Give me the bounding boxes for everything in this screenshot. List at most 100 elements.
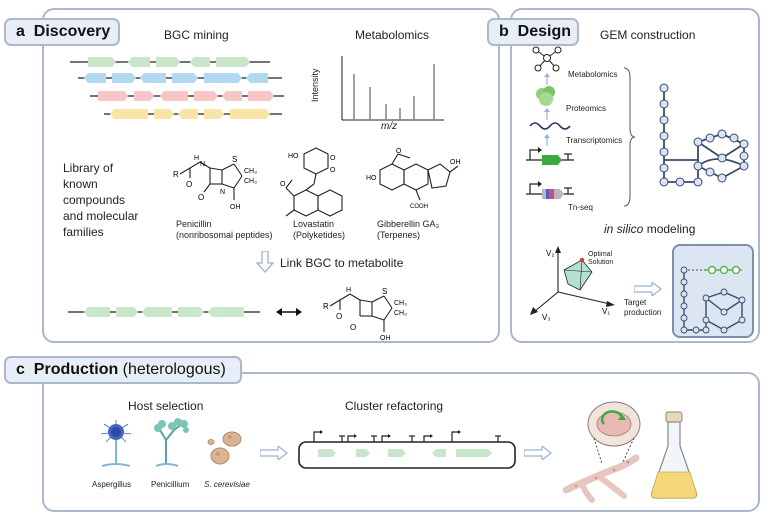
chem-n: N: [220, 189, 225, 196]
chem-oh: OH: [450, 159, 461, 166]
chem-o: O: [396, 148, 402, 155]
metabolite-icon: [532, 46, 562, 72]
chem-ch3: CH₃: [394, 300, 407, 307]
chem-o: O: [330, 167, 336, 174]
optimal-line: Solution: [588, 259, 614, 266]
penicillin-structure: R O H N S CH₃ CH₃ N O OH: [173, 155, 257, 211]
compound-class-penicillin: (nonribosomal peptides): [176, 230, 273, 240]
chem-o: O: [350, 323, 356, 332]
in-silico-rest: modeling: [643, 222, 696, 236]
panel-c-title: Production: [33, 361, 119, 378]
panel-b-letter: b: [499, 23, 509, 40]
target-line: Target: [624, 298, 647, 307]
target-production-label: Target production: [624, 298, 661, 318]
chem-ch3: CH₃: [244, 178, 257, 185]
chem-n: N: [200, 161, 205, 168]
up-arrow-icon: [544, 134, 550, 146]
chem-ho: HO: [288, 153, 299, 160]
axis-v2: V₂: [546, 249, 554, 258]
right-arrow-icon: [634, 282, 662, 296]
target-network: [680, 265, 746, 334]
right-arrow-icon: [260, 446, 288, 460]
library-line: compounds: [63, 193, 126, 207]
yeast-icon: [207, 431, 242, 465]
in-silico-label: in silico modeling: [604, 222, 695, 236]
flux-space-plot: V₂ V₁ V₃: [530, 246, 615, 322]
panel-c-letter: c: [16, 361, 25, 378]
double-arrow-icon: [276, 308, 302, 316]
chem-s: S: [232, 155, 237, 164]
mrna-wave-icon: [529, 122, 571, 130]
compound-name-gibberellin: Gibberellin GA₃: [377, 219, 440, 229]
right-arrow-icon: [524, 446, 552, 460]
chem-r: R: [173, 170, 179, 179]
penicillium-icon: [154, 418, 189, 467]
panel-a-letter: a: [16, 23, 25, 40]
panel-a-title: Discovery: [33, 23, 111, 40]
chem-h: H: [194, 155, 199, 162]
chem-o: O: [198, 193, 204, 202]
chem-o: O: [336, 312, 342, 321]
host-selection-label: Host selection: [128, 399, 204, 413]
flask-icon: [650, 411, 698, 499]
axis-v3: V₃: [542, 313, 551, 322]
gene-row-pink: [90, 91, 284, 101]
omics-proteomics: Proteomics: [566, 104, 607, 113]
down-arrow-icon: [256, 251, 274, 273]
host-s-cerevisiae: S. cerevisiae: [204, 480, 250, 489]
aspergillus-icon: [100, 420, 132, 467]
compound-class-gibberellin: (Terpenes): [377, 230, 421, 240]
lovastatin-structure: HO O O O: [280, 147, 343, 217]
chem-s: S: [382, 287, 387, 296]
compound-name-lovastatin: Lovastatin: [293, 219, 335, 229]
library-line: Library of: [63, 161, 114, 175]
optimal-solution-label: Optimal Solution: [588, 251, 613, 267]
linked-bgc-row: [68, 307, 260, 317]
gibberellin-structure: O HO OH COOH: [366, 148, 461, 210]
omics-transcriptomics: Transcriptomics: [566, 136, 623, 145]
penicillin-structure-linked: R O H S CH₃ CH₃ O OH: [323, 287, 407, 342]
gene-row-yellow: [104, 109, 282, 119]
compound-name-penicillin: Penicillin: [176, 219, 212, 229]
mass-spectrum: [341, 56, 444, 121]
host-aspergillus: Aspergillus: [92, 480, 132, 489]
mz-axis-label: m/z: [381, 121, 398, 132]
target-line: production: [624, 308, 662, 317]
host-penicillium: Penicillium: [151, 480, 190, 489]
gene-row-blue: [78, 73, 282, 83]
library-line: families: [63, 225, 104, 239]
chem-cooh: COOH: [410, 204, 428, 210]
gene-promoter-icon: [526, 147, 574, 165]
panel-c-tab: c Production (heterologous): [4, 356, 242, 384]
chem-oh: OH: [230, 204, 241, 211]
panel-a-tab: a Discovery: [4, 18, 120, 46]
intensity-axis-label: Intensity: [310, 68, 320, 102]
library-line: known: [63, 177, 98, 191]
panel-b-title: Design: [517, 23, 572, 40]
library-text: Library of known compounds and molecular…: [63, 160, 138, 240]
chem-ch3: CH₃: [244, 168, 257, 175]
hyphae-icon: [562, 401, 641, 503]
up-arrow-icon: [544, 108, 550, 120]
optimal-line: Optimal: [588, 251, 613, 258]
refactored-cluster: [298, 430, 516, 469]
metabolomics-label: Metabolomics: [355, 28, 430, 42]
panel-c-subtitle: (heterologous): [118, 361, 226, 378]
link-bgc-label: Link BGC to metabolite: [280, 256, 404, 270]
in-silico-em: in silico: [604, 222, 644, 236]
omics-metabolomics: Metabolomics: [568, 70, 618, 79]
chem-o: O: [186, 180, 192, 189]
chem-ho: HO: [366, 175, 377, 182]
axis-v1: V₁: [602, 307, 610, 316]
bgc-mining-label: BGC mining: [164, 28, 229, 42]
chem-ch3: CH₃: [394, 310, 407, 317]
chem-h: H: [346, 287, 351, 294]
library-line: and molecular: [63, 209, 139, 223]
chem-oh: OH: [380, 335, 391, 342]
metabolic-network: [659, 83, 749, 187]
chem-o: O: [280, 181, 286, 188]
panel-b-tab: b Design: [487, 18, 579, 46]
compound-class-lovastatin: (Polyketides): [293, 230, 346, 240]
curly-brace-icon: [623, 67, 636, 207]
transposon-gene-icon: [526, 181, 574, 199]
